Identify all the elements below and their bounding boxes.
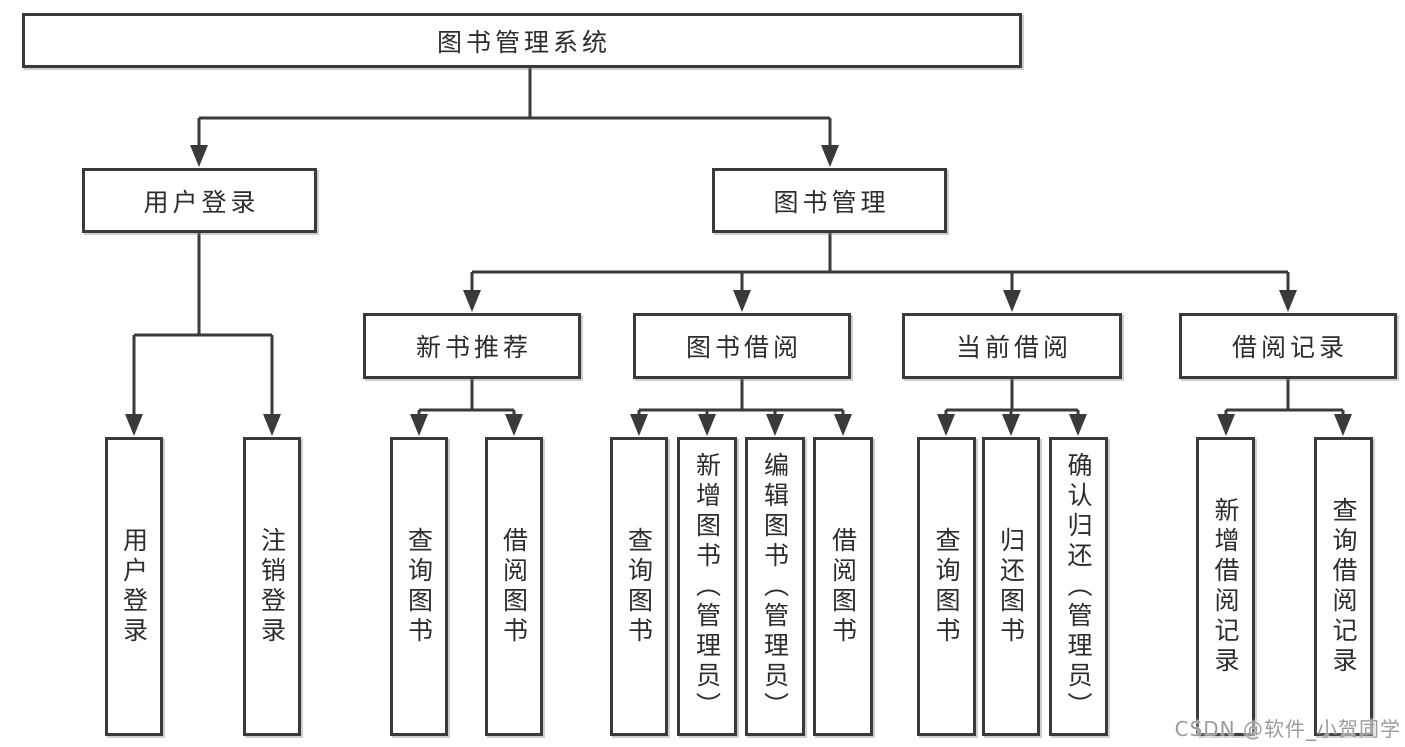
csdn-watermark: CSDN @软件_小贺同学 (1174, 717, 1401, 741)
leaf-logout: 注销登录 (243, 437, 301, 736)
connector-root-children (190, 68, 839, 167)
connector-new-book-children (410, 379, 523, 436)
connector-user-login-children (125, 233, 281, 436)
leaf-query-books-borrow: 查询图书 (610, 437, 668, 736)
leaf-query-borrow-record: 查询借阅记录 (1314, 437, 1373, 736)
node-book-management: 图书管理 (712, 168, 947, 233)
connector-book-borrow-children (630, 379, 852, 436)
connector-borrow-records-children (1217, 379, 1352, 436)
node-current-borrow: 当前借阅 (902, 313, 1122, 379)
connector-book-management-children (463, 233, 1297, 312)
node-user-login: 用户登录 (82, 168, 317, 233)
node-book-borrow: 图书借阅 (633, 313, 851, 379)
leaf-confirm-return-admin: 确认归还（管理员） (1049, 437, 1108, 736)
leaf-user-login: 用户登录 (105, 437, 163, 736)
leaf-edit-book-admin: 编辑图书（管理员） (745, 437, 805, 736)
node-root: 图书管理系统 (22, 13, 1022, 68)
node-borrow-records: 借阅记录 (1179, 313, 1397, 379)
leaf-return-book: 归还图书 (982, 437, 1040, 736)
leaf-query-books-current: 查询图书 (917, 437, 976, 736)
leaf-add-borrow-record: 新增借阅记录 (1196, 437, 1255, 736)
node-new-book-recommend: 新书推荐 (363, 313, 581, 379)
leaf-add-book-admin: 新增图书（管理员） (677, 437, 737, 736)
leaf-borrow-books: 借阅图书 (813, 437, 873, 736)
leaf-borrow-books-recommend: 借阅图书 (485, 437, 543, 736)
leaf-query-books-recommend: 查询图书 (390, 437, 448, 736)
connector-current-borrow-children (937, 379, 1087, 436)
